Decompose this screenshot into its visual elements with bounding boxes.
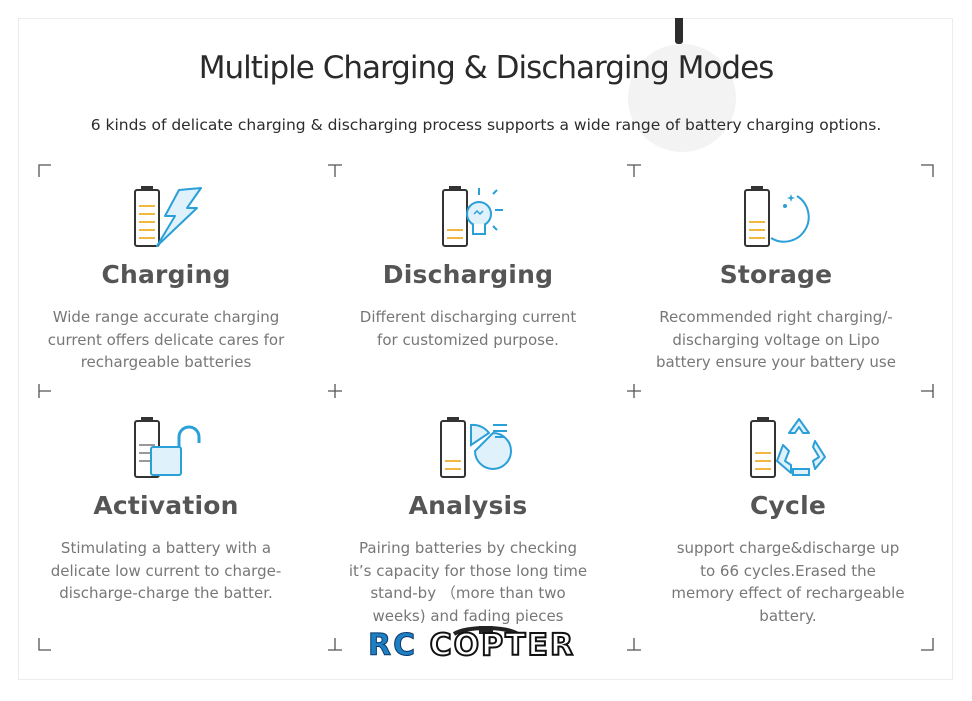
cable-image	[675, 18, 683, 44]
mode-name: Storage	[719, 260, 833, 289]
rc-copter-logo	[452, 626, 520, 636]
watermark-copter: COPTER	[429, 627, 576, 664]
mode-card-activation: Activation Stimulating a battery with a …	[16, 413, 316, 605]
tee-mark	[627, 637, 641, 651]
corner-mark	[38, 637, 52, 651]
mode-name: Charging	[101, 260, 231, 289]
mode-name: Cycle	[750, 491, 826, 520]
battery-unlock-icon	[134, 417, 201, 478]
corner-mark	[920, 164, 934, 178]
mode-description: Stimulating a battery with a delicate lo…	[50, 539, 282, 602]
mode-card-cycle: Cycle support charge&discharge up to 66 …	[638, 413, 938, 627]
content-frame	[18, 18, 953, 680]
watermark-rc: RC	[367, 628, 418, 664]
battery-lightning-icon	[134, 186, 202, 247]
mode-description: Recommended right charging/-discharging …	[656, 308, 896, 371]
tee-mark	[328, 164, 342, 178]
cross-mark	[627, 384, 641, 398]
cross-mark	[328, 384, 342, 398]
page-subtitle: 6 kinds of delicate charging & dischargi…	[90, 116, 882, 134]
tee-mark	[328, 637, 342, 651]
mode-name: Analysis	[408, 491, 528, 520]
battery-moon-icon	[744, 186, 810, 247]
tee-mark	[38, 384, 52, 398]
page-title: Multiple Charging & Discharging Modes	[198, 50, 775, 86]
battery-piechart-icon	[440, 417, 512, 478]
tee-mark	[920, 384, 934, 398]
battery-lightbulb-icon	[442, 186, 503, 247]
mode-description: Pairing batteries by checking it’s capac…	[348, 539, 588, 625]
tee-mark	[627, 164, 641, 178]
watermark-text: RC COPTER	[367, 627, 576, 664]
mode-description: Wide range accurate charging current off…	[47, 308, 285, 371]
corner-mark	[920, 637, 934, 651]
mode-card-charging: Charging Wide range accurate charging cu…	[16, 182, 316, 374]
mode-description: Different discharging current for custom…	[359, 308, 577, 349]
mode-card-storage: Storage Recommended right charging/-disc…	[626, 182, 926, 374]
device-shadow	[628, 44, 736, 152]
battery-recycle-icon	[750, 417, 826, 478]
mode-description: support charge&discharge up to 66 cycles…	[671, 539, 905, 625]
corner-mark	[38, 164, 52, 178]
mode-name: Discharging	[382, 260, 554, 289]
mode-name: Activation	[93, 491, 239, 520]
mode-card-analysis: Analysis Pairing batteries by checking i…	[318, 413, 618, 627]
mode-card-discharging: Discharging Different discharging curren…	[318, 182, 618, 351]
